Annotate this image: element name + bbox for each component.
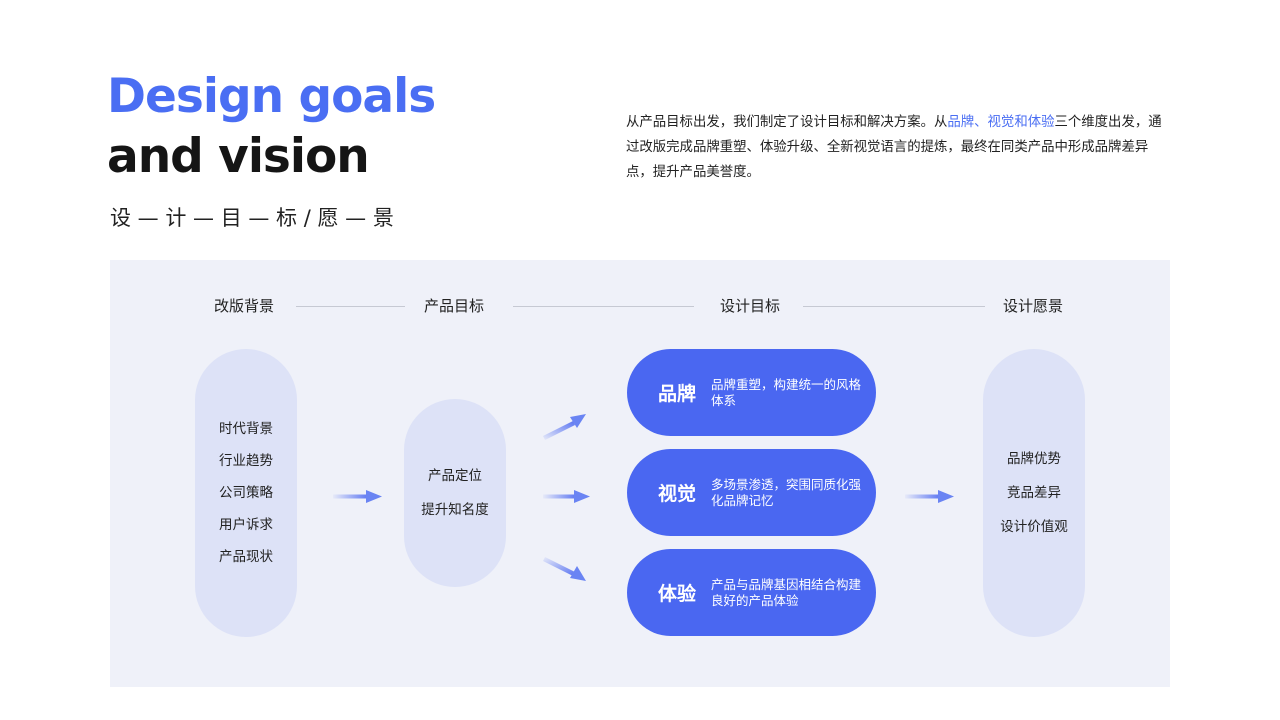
background-item: 公司策略 bbox=[219, 485, 273, 501]
design-goal-name: 品牌 bbox=[658, 383, 697, 405]
product-goal-item: 提升知名度 bbox=[421, 502, 489, 518]
stage-label-background: 改版背景 bbox=[214, 297, 275, 315]
design-goal-desc: 产品与品牌基因相结合构建良好的产品体验 bbox=[711, 576, 862, 608]
background-item: 时代背景 bbox=[219, 421, 273, 437]
vision-pill: 品牌优势 竞品差异 设计价值观 bbox=[983, 349, 1085, 637]
intro-text-before: 从产品目标出发，我们制定了设计目标和解决方案。从 bbox=[626, 115, 948, 130]
stage-label-vision: 设计愿景 bbox=[1003, 297, 1064, 315]
vision-item: 设计价值观 bbox=[1000, 519, 1068, 535]
background-item: 行业趋势 bbox=[219, 453, 273, 469]
stage-label-product-goal: 产品目标 bbox=[424, 297, 485, 315]
stage-connector-line bbox=[296, 306, 405, 307]
intro-text-after: 三个维度出发，通过改版完成品牌重塑、体验升级、全新视觉语言的提炼，最终在同类产品… bbox=[626, 115, 1162, 180]
stage-connector-line bbox=[803, 306, 985, 307]
design-goal-desc: 多场景渗透，突围同质化强化品牌记忆 bbox=[711, 476, 862, 508]
design-goal-experience: 体验 产品与品牌基因相结合构建良好的产品体验 bbox=[627, 549, 876, 636]
arrow-product-to-experience bbox=[543, 557, 586, 581]
product-goal-item: 产品定位 bbox=[428, 468, 482, 484]
vision-item: 竞品差异 bbox=[1007, 485, 1061, 501]
background-item: 用户诉求 bbox=[219, 517, 273, 533]
arrow-background-to-product bbox=[333, 490, 382, 503]
intro-paragraph: 从产品目标出发，我们制定了设计目标和解决方案。从品牌、视觉和体验三个维度出发，通… bbox=[626, 110, 1172, 185]
design-goal-brand: 品牌 品牌重塑，构建统一的风格体系 bbox=[627, 349, 876, 436]
arrow-product-to-brand bbox=[543, 414, 586, 440]
title-line-1: Design goals bbox=[107, 69, 436, 124]
chinese-subtitle: 设 — 计 — 目 — 标 / 愿 — 景 bbox=[110, 206, 394, 230]
background-item: 产品现状 bbox=[219, 549, 273, 565]
arrow-product-to-visual bbox=[543, 490, 590, 503]
vision-item: 品牌优势 bbox=[1007, 451, 1061, 467]
stage-connector-line bbox=[513, 306, 694, 307]
stage-label-design-goal: 设计目标 bbox=[720, 297, 781, 315]
design-goal-visual: 视觉 多场景渗透，突围同质化强化品牌记忆 bbox=[627, 449, 876, 536]
arrow-goals-to-vision bbox=[905, 490, 954, 503]
design-goal-desc: 品牌重塑，构建统一的风格体系 bbox=[711, 376, 862, 408]
background-pill: 时代背景 行业趋势 公司策略 用户诉求 产品现状 bbox=[195, 349, 297, 637]
design-goal-name: 体验 bbox=[658, 583, 697, 605]
title-line-2: and vision bbox=[107, 129, 370, 184]
intro-highlight: 品牌、视觉和体验 bbox=[947, 115, 1055, 130]
product-goal-pill: 产品定位 提升知名度 bbox=[404, 399, 506, 587]
design-goal-name: 视觉 bbox=[658, 483, 697, 505]
